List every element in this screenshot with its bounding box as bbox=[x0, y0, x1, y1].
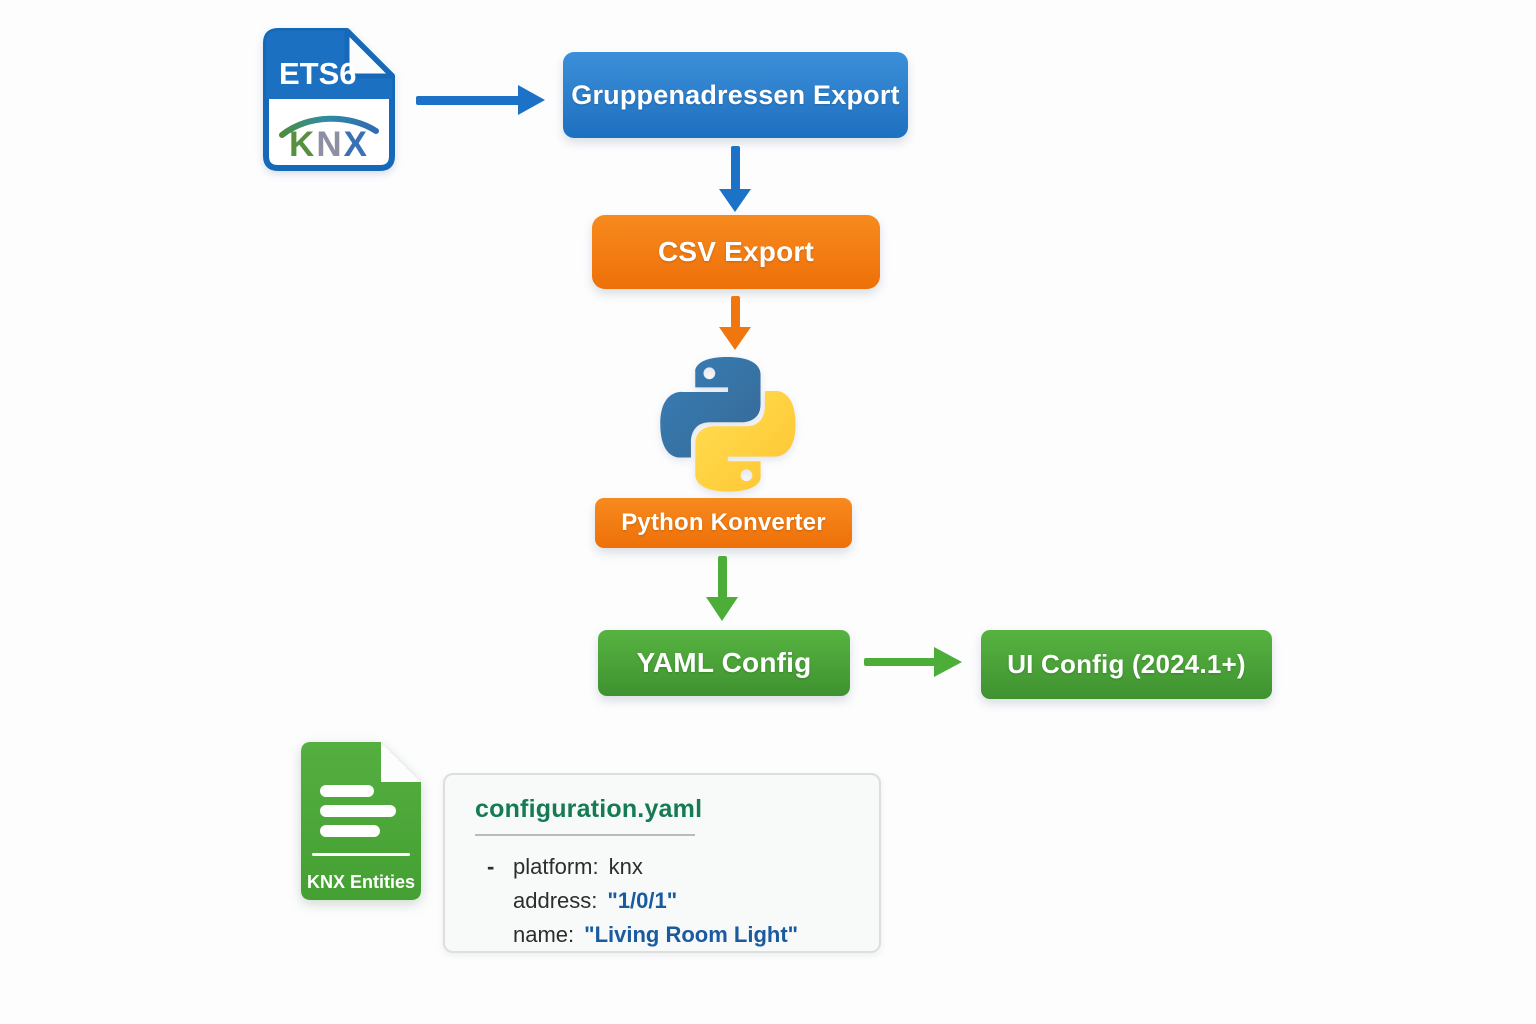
arrow-head-down-icon bbox=[719, 327, 751, 350]
code-lines: -platform: knx address: "1/0/1" name: "Livi… bbox=[475, 850, 879, 952]
knx-entities-file-icon: KNX Entities bbox=[301, 742, 421, 900]
arrow-shaft bbox=[416, 96, 520, 105]
yaml-key: name: bbox=[513, 922, 575, 947]
yaml-key: platform: bbox=[513, 854, 599, 879]
node-ui-config: UI Config (2024.1+) bbox=[981, 630, 1272, 699]
python-snake-yellow bbox=[695, 391, 796, 492]
file-fold-corner bbox=[381, 742, 421, 782]
doc-divider bbox=[312, 853, 410, 856]
node-csv-export: CSV Export bbox=[592, 215, 880, 289]
node-label: UI Config (2024.1+) bbox=[1007, 649, 1246, 679]
title-underline bbox=[475, 834, 695, 836]
yaml-value: knx bbox=[608, 854, 643, 879]
knx-letter-x: X bbox=[344, 125, 369, 164]
arrow-head-down-icon bbox=[706, 597, 738, 621]
doc-line-3 bbox=[320, 825, 380, 837]
yaml-string-value: "Living Room Light" bbox=[584, 922, 799, 947]
doc-line-2 bbox=[320, 805, 396, 817]
node-label: Gruppenadressen Export bbox=[571, 79, 900, 110]
ets6-knx-file-icon: ETS6 KNX bbox=[263, 28, 395, 171]
yaml-string-value: "1/0/1" bbox=[607, 888, 678, 913]
code-line-platform: -platform: knx bbox=[475, 850, 879, 884]
arrow-head-right-icon bbox=[934, 647, 962, 677]
arrow-shaft bbox=[731, 146, 740, 190]
knx-logo-text: KNX bbox=[289, 125, 369, 164]
node-yaml-config: YAML Config bbox=[598, 630, 850, 696]
node-label: CSV Export bbox=[657, 236, 815, 267]
code-line-address: address: "1/0/1" bbox=[475, 884, 879, 918]
code-line-name: name: "Living Room Light" bbox=[475, 918, 879, 952]
arrow-shaft bbox=[864, 658, 936, 666]
python-snake-blue bbox=[660, 357, 761, 458]
node-label: YAML Config bbox=[636, 647, 812, 678]
node-label: Python Konverter bbox=[621, 509, 826, 536]
python-logo-icon bbox=[660, 357, 796, 492]
arrow-head-right-icon bbox=[518, 85, 545, 115]
node-gruppenadressen-export: Gruppenadressen Export bbox=[563, 52, 908, 138]
ets6-label: ETS6 bbox=[279, 56, 357, 91]
arrow-head-down-icon bbox=[719, 189, 751, 212]
arrow-shaft bbox=[731, 296, 740, 328]
node-python-konverter: Python Konverter bbox=[595, 498, 852, 548]
yaml-key: address: bbox=[513, 888, 598, 913]
code-panel-title: configuration.yaml bbox=[475, 795, 703, 823]
yaml-code-panel: configuration.yaml -platform: knx address… bbox=[443, 773, 881, 953]
doc-line-1 bbox=[320, 785, 374, 797]
file-fold-corner bbox=[344, 28, 395, 79]
knx-letter-k: K bbox=[289, 125, 316, 164]
knx-logo-arc bbox=[279, 115, 379, 138]
knx-letter-n: N bbox=[316, 125, 343, 164]
arrow-shaft bbox=[718, 556, 727, 598]
entities-label: KNX Entities bbox=[307, 872, 415, 892]
yaml-list-dash: - bbox=[487, 854, 495, 879]
